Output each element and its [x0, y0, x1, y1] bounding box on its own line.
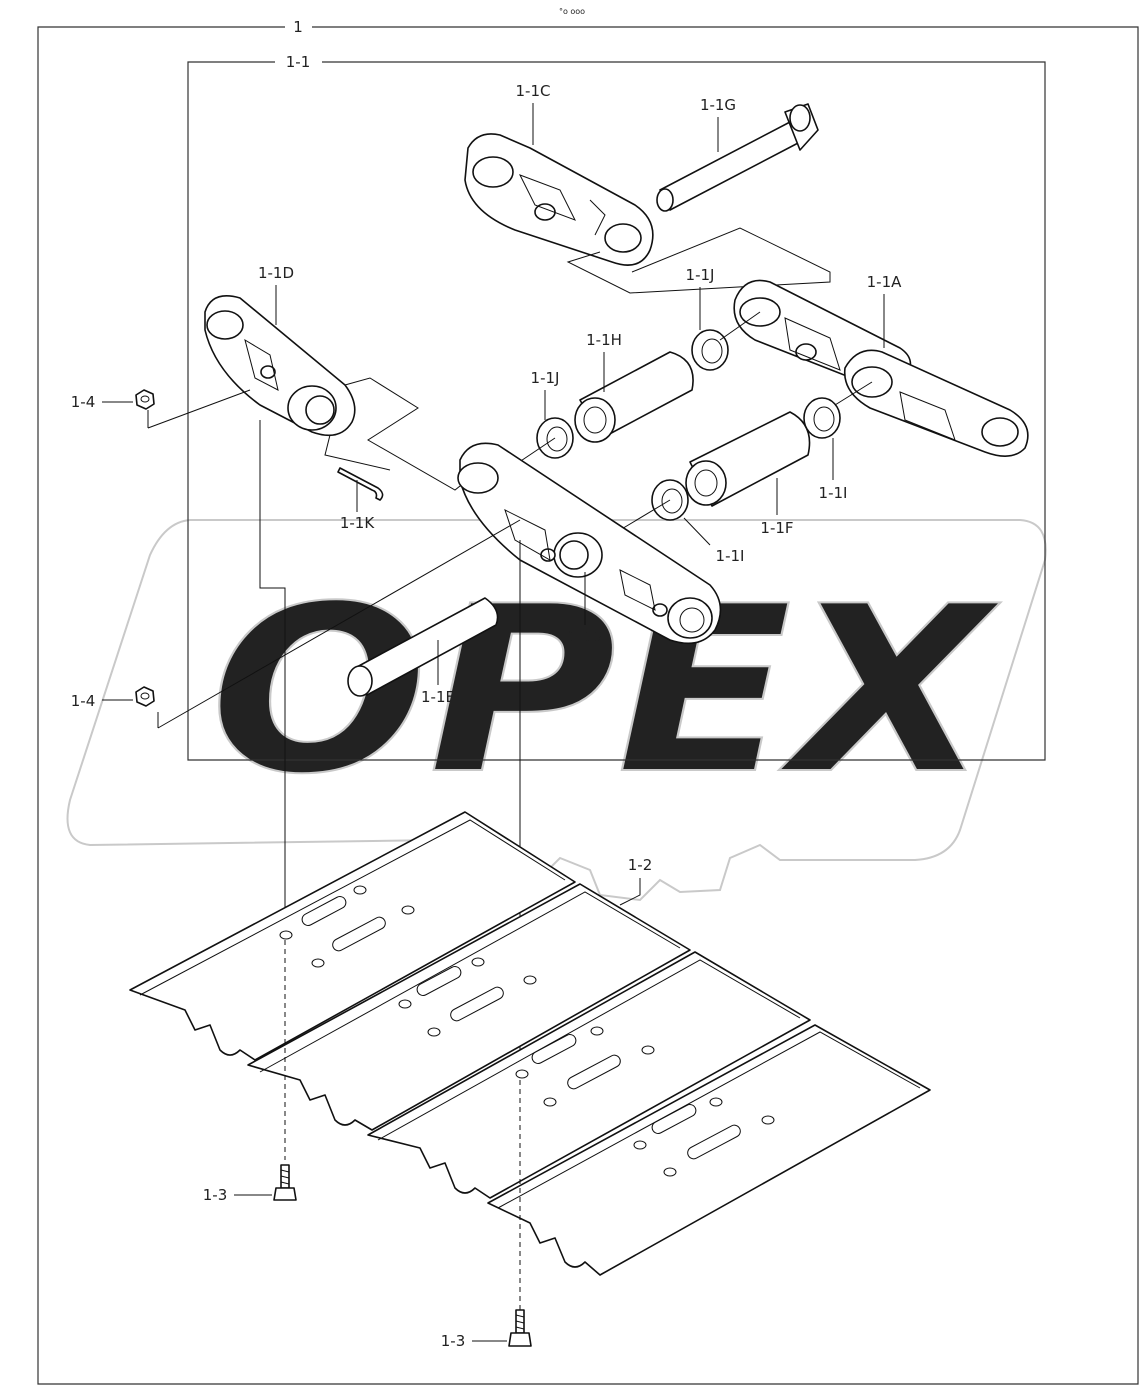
label-1-1e: 1-1E: [421, 688, 455, 706]
link-1-1c: [464, 133, 654, 266]
label-1-2: 1-2: [628, 856, 653, 874]
pin-1-1e: [347, 597, 499, 697]
label-1-1g: 1-1G: [700, 96, 736, 114]
assembly-label: 1: [293, 18, 303, 36]
nut-1-4-upper: [135, 389, 155, 410]
label-1-3-right: 1-3: [441, 1332, 466, 1350]
seal-1-1i-right: [803, 397, 841, 439]
assembly-frame: 1: [37, 18, 1139, 1385]
label-1-1i-left: 1-1I: [716, 547, 745, 565]
label-1-4-lower: 1-4: [71, 692, 96, 710]
track-shoes-1-2: [129, 811, 931, 1276]
pin-1-1g: [656, 103, 819, 212]
label-1-1j-left: 1-1J: [531, 369, 560, 387]
link-1-1d: [204, 295, 356, 437]
bushing-1-1f: [685, 411, 811, 507]
subassembly-frame: 1-1: [187, 53, 1046, 761]
link-1-1a: [733, 279, 1029, 457]
label-1-1b: 1-1B: [568, 628, 603, 646]
link-1-1b: [457, 442, 722, 645]
subassembly-label: 1-1: [286, 53, 311, 71]
pin-1-1k: [337, 467, 384, 501]
label-1-1d: 1-1D: [258, 264, 294, 282]
seal-1-1j-right: [691, 329, 729, 371]
nut-1-4-lower: [135, 686, 155, 707]
bushing-1-1h: [574, 351, 694, 443]
bolt-1-3-left: [273, 1164, 297, 1201]
label-1-1i-right: 1-1I: [819, 484, 848, 502]
header-mark: °o ooo: [559, 7, 585, 16]
label-1-1h: 1-1H: [586, 331, 622, 349]
label-1-4-upper: 1-4: [71, 393, 96, 411]
label-1-1k: 1-1K: [340, 514, 375, 532]
label-1-3-left: 1-3: [203, 1186, 228, 1204]
label-1-1f: 1-1F: [760, 519, 793, 537]
label-1-1c: 1-1C: [516, 82, 551, 100]
label-1-1a: 1-1A: [867, 273, 902, 291]
label-1-1j-right: 1-1J: [686, 266, 715, 284]
bolt-1-3-right: [508, 1309, 532, 1347]
